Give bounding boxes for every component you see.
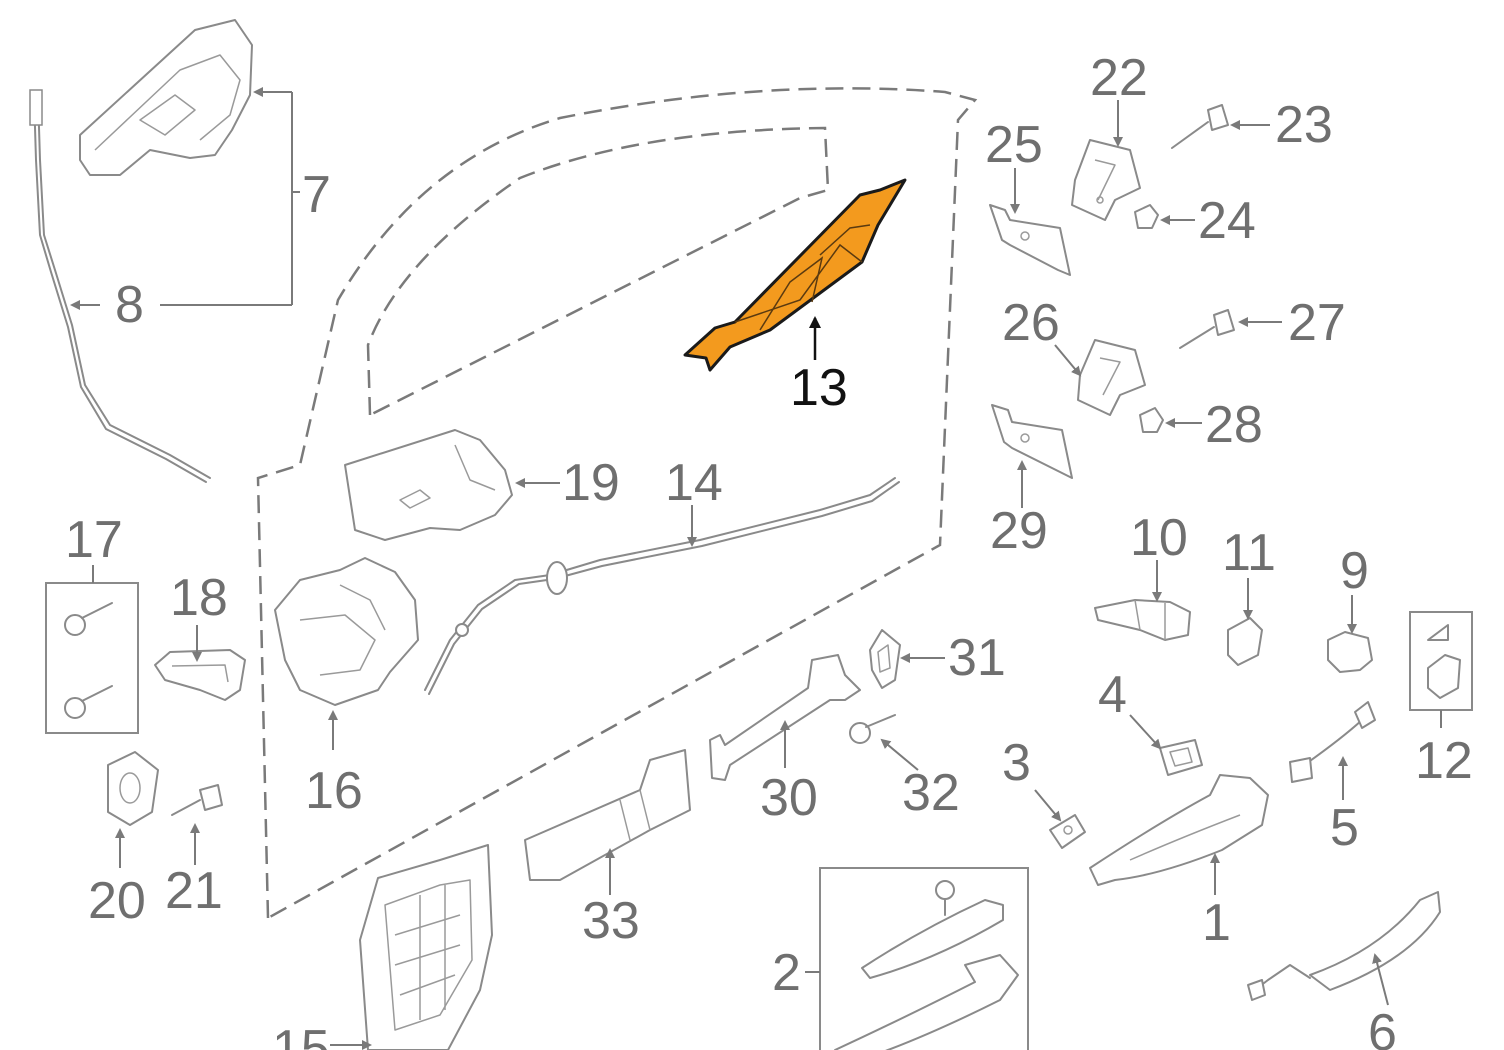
part-25-hinge-shim[interactable] bbox=[989, 204, 1071, 276]
part-16-door-latch[interactable] bbox=[274, 557, 419, 706]
callout-21: 21 bbox=[165, 862, 223, 920]
callout-23: 23 bbox=[1275, 96, 1333, 154]
part-8-release-cable[interactable] bbox=[29, 89, 211, 483]
part-32-bolt[interactable] bbox=[849, 714, 896, 744]
part-29-hinge-shim[interactable] bbox=[991, 404, 1073, 479]
part-24-cap[interactable] bbox=[1134, 204, 1159, 229]
part-21-bolt[interactable] bbox=[171, 784, 223, 816]
leader-32 bbox=[880, 738, 919, 771]
part-12-cap-set[interactable] bbox=[1427, 624, 1461, 699]
callout-12: 12 bbox=[1415, 732, 1473, 790]
part-13-window-regulator-trim[interactable] bbox=[683, 178, 907, 372]
callout-6: 6 bbox=[1368, 1004, 1397, 1050]
part-17-bolts[interactable] bbox=[64, 602, 113, 719]
callout-5: 5 bbox=[1330, 799, 1359, 857]
part-2-group-box bbox=[819, 867, 1029, 1050]
part-23-hinge-bolt[interactable] bbox=[1171, 104, 1229, 149]
part-14-inside-handle-cable[interactable] bbox=[424, 477, 900, 695]
part-26-lower-hinge[interactable] bbox=[1077, 339, 1146, 416]
callout-18: 18 bbox=[170, 569, 228, 627]
part-27-hinge-bolt[interactable] bbox=[1179, 309, 1235, 349]
part-31-gasket[interactable] bbox=[869, 629, 901, 689]
callout-11: 11 bbox=[1222, 524, 1276, 582]
callout-22: 22 bbox=[1090, 49, 1148, 107]
callout-10: 10 bbox=[1130, 509, 1188, 567]
part-4-seal[interactable] bbox=[1159, 739, 1203, 776]
part-6-handle-sensor[interactable] bbox=[1247, 891, 1441, 1001]
leader-3 bbox=[1034, 789, 1062, 822]
part-17-group-box bbox=[45, 582, 139, 734]
door-shell-outline bbox=[256, 87, 978, 920]
callout-14: 14 bbox=[665, 454, 723, 512]
callout-4: 4 bbox=[1098, 666, 1127, 724]
part-5-handle-harness[interactable] bbox=[1289, 701, 1376, 783]
callout-24: 24 bbox=[1198, 192, 1256, 250]
part-7-lock-actuator[interactable] bbox=[79, 19, 253, 176]
callout-7: 7 bbox=[302, 166, 331, 224]
callout-1: 1 bbox=[1202, 894, 1231, 952]
callout-27: 27 bbox=[1288, 294, 1346, 352]
part-28-cap[interactable] bbox=[1139, 407, 1164, 433]
callout-30: 30 bbox=[760, 769, 818, 827]
leader-6 bbox=[1372, 953, 1389, 1006]
callout-15: 15 bbox=[272, 1020, 330, 1050]
callout-3: 3 bbox=[1002, 734, 1031, 792]
callout-33: 33 bbox=[582, 892, 640, 950]
part-2-handle-set[interactable] bbox=[834, 880, 1019, 1050]
callout-26: 26 bbox=[1002, 294, 1060, 352]
callout-17: 17 bbox=[65, 511, 123, 569]
part-33-door-check[interactable] bbox=[524, 749, 691, 881]
part-10-lock-cylinder[interactable] bbox=[1094, 599, 1191, 641]
part-3-bezel[interactable] bbox=[1049, 814, 1086, 849]
part-22-upper-hinge[interactable] bbox=[1071, 139, 1141, 221]
callout-16: 16 bbox=[305, 762, 363, 820]
part-11-cylinder-cap[interactable] bbox=[1227, 617, 1263, 666]
callout-25: 25 bbox=[985, 116, 1043, 174]
part-19-lock-cover[interactable] bbox=[344, 429, 513, 541]
leader-26 bbox=[1054, 344, 1082, 377]
callout-13: 13 bbox=[790, 359, 848, 417]
part-30-check-link[interactable] bbox=[709, 654, 861, 781]
callout-20: 20 bbox=[88, 872, 146, 930]
callout-32: 32 bbox=[902, 764, 960, 822]
part-18-striker-cover[interactable] bbox=[154, 649, 246, 701]
callout-29: 29 bbox=[990, 502, 1048, 560]
callout-8: 8 bbox=[115, 276, 144, 334]
part-20-striker[interactable] bbox=[107, 751, 159, 826]
part-15-inner-panel[interactable] bbox=[359, 844, 493, 1050]
callout-19: 19 bbox=[562, 454, 620, 512]
callout-31: 31 bbox=[948, 629, 1006, 687]
part-1-outside-handle[interactable] bbox=[1089, 774, 1269, 886]
leader-4 bbox=[1129, 714, 1162, 750]
part-9-handle-insert[interactable] bbox=[1327, 631, 1373, 673]
callout-9: 9 bbox=[1340, 542, 1369, 600]
callout-28: 28 bbox=[1205, 396, 1263, 454]
callout-2: 2 bbox=[772, 944, 801, 1002]
